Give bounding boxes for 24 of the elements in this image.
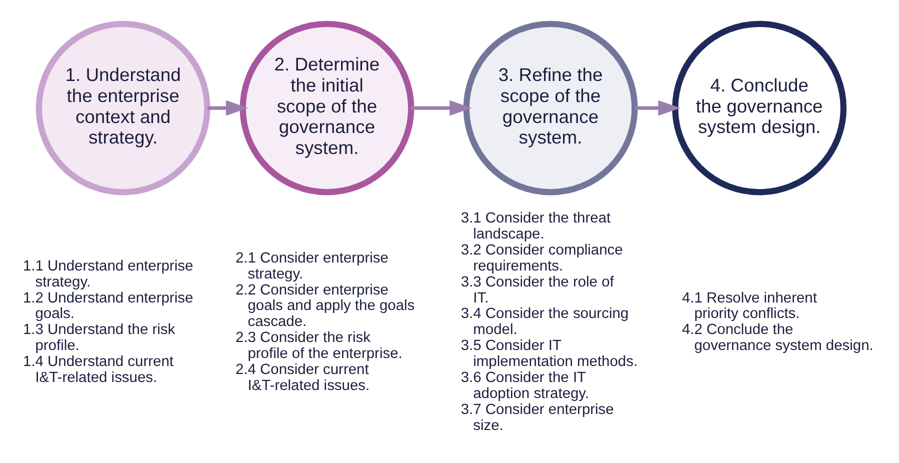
node-circle: 3. Refine the scope of the governance system. <box>463 20 638 196</box>
node-label: 3.3 Consider the role of IT. <box>460 274 614 306</box>
node-label: 1.4 Understand current I&T-related issues. <box>22 354 174 386</box>
node-label: 2.3 Consider the risk profile of the enterprise. <box>235 330 402 362</box>
node-label: 1.2 Understand enterprise goals. <box>22 290 194 322</box>
node-label: 3.6 Consider the IT adoption strategy. <box>460 370 590 402</box>
node-label: 3.1 Consider the threat landscape. <box>460 210 611 242</box>
node-circle: 4. Conclude the governance system design. <box>672 20 847 196</box>
node-label: 3.5 Consider IT implementation methods. <box>460 338 638 370</box>
node-label: 2.2 Consider enterprise goals and apply the goals cascade. <box>235 282 415 330</box>
node-label: 4.2 Conclude the governance system design. <box>682 322 874 354</box>
arrow <box>411 100 472 116</box>
node-circle: 1. Understand the enterprise context and strategy. <box>36 20 210 196</box>
arrow <box>634 100 680 116</box>
node-label: 2.4 Consider current I&T-related issues. <box>235 362 370 394</box>
node-label: 4.1 Resolve inherent priority conflicts. <box>682 290 817 322</box>
node-label: 3.7 Consider enterprise size. <box>460 402 614 434</box>
arrow <box>208 100 248 116</box>
node-circle: 2. Determine the initial scope of the governance system. <box>240 20 414 196</box>
node-label: 3.2 Consider compliance requirements. <box>460 242 623 274</box>
node-label: 1.1 Understand enterprise strategy. <box>22 258 194 290</box>
node-label: 3.4 Consider the sourcing model. <box>460 306 629 338</box>
node-label: 2.1 Consider enterprise strategy. <box>235 250 388 282</box>
node-label: 1.3 Understand the risk profile. <box>22 322 176 354</box>
